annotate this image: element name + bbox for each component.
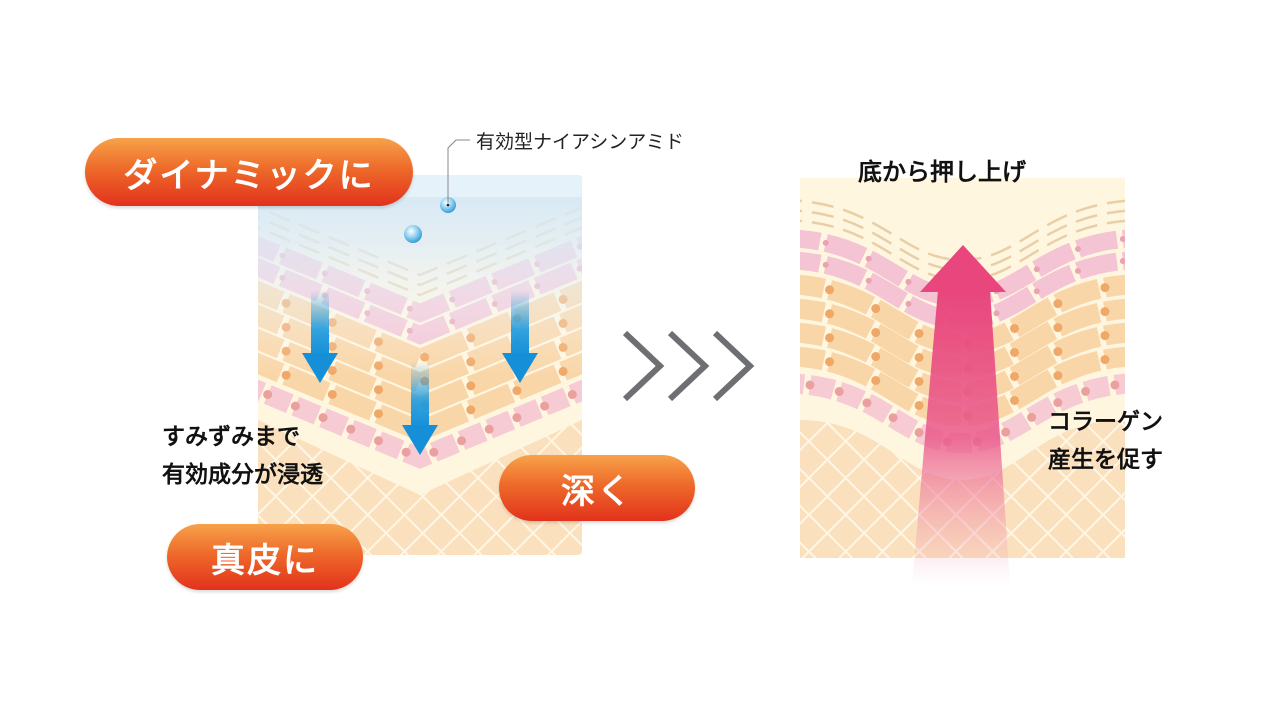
badge-dynamic: ダイナミックに: [85, 138, 413, 206]
badge-deep: 深く: [499, 455, 695, 521]
chevron-right-icon: [667, 330, 710, 402]
spinous-cell-row: [800, 322, 1125, 403]
penetration-arrow: [302, 290, 338, 383]
penetration-arrow: [502, 290, 538, 383]
chevron-right-icon: [622, 330, 665, 402]
left-caption-line2: 有効成分が浸透: [162, 461, 323, 488]
lift-arrow: [912, 245, 1010, 585]
callout-leader-line: [447, 139, 470, 203]
spinous-cell-row: [800, 298, 1125, 379]
badge-dermis: 真皮に: [167, 524, 363, 590]
serum-droplet: [404, 225, 422, 243]
basal-cell-row: [258, 373, 582, 469]
progress-chevrons: [622, 330, 755, 402]
ingredient-callout: 有効型ナイアシンアミド: [476, 131, 684, 153]
spinous-cell-row: [800, 346, 1125, 427]
right-title: 底から押し上げ: [858, 157, 1026, 186]
penetration-arrow: [402, 362, 438, 455]
left-caption-line1: すみずみまで: [162, 423, 300, 450]
spinous-cell-row: [258, 346, 582, 442]
right-caption-line2: 産生を促す: [1048, 446, 1163, 473]
right-caption-line1: コラーゲン: [1048, 408, 1163, 435]
chevron-right-icon: [712, 330, 755, 402]
spinous-cell-row: [800, 274, 1125, 355]
